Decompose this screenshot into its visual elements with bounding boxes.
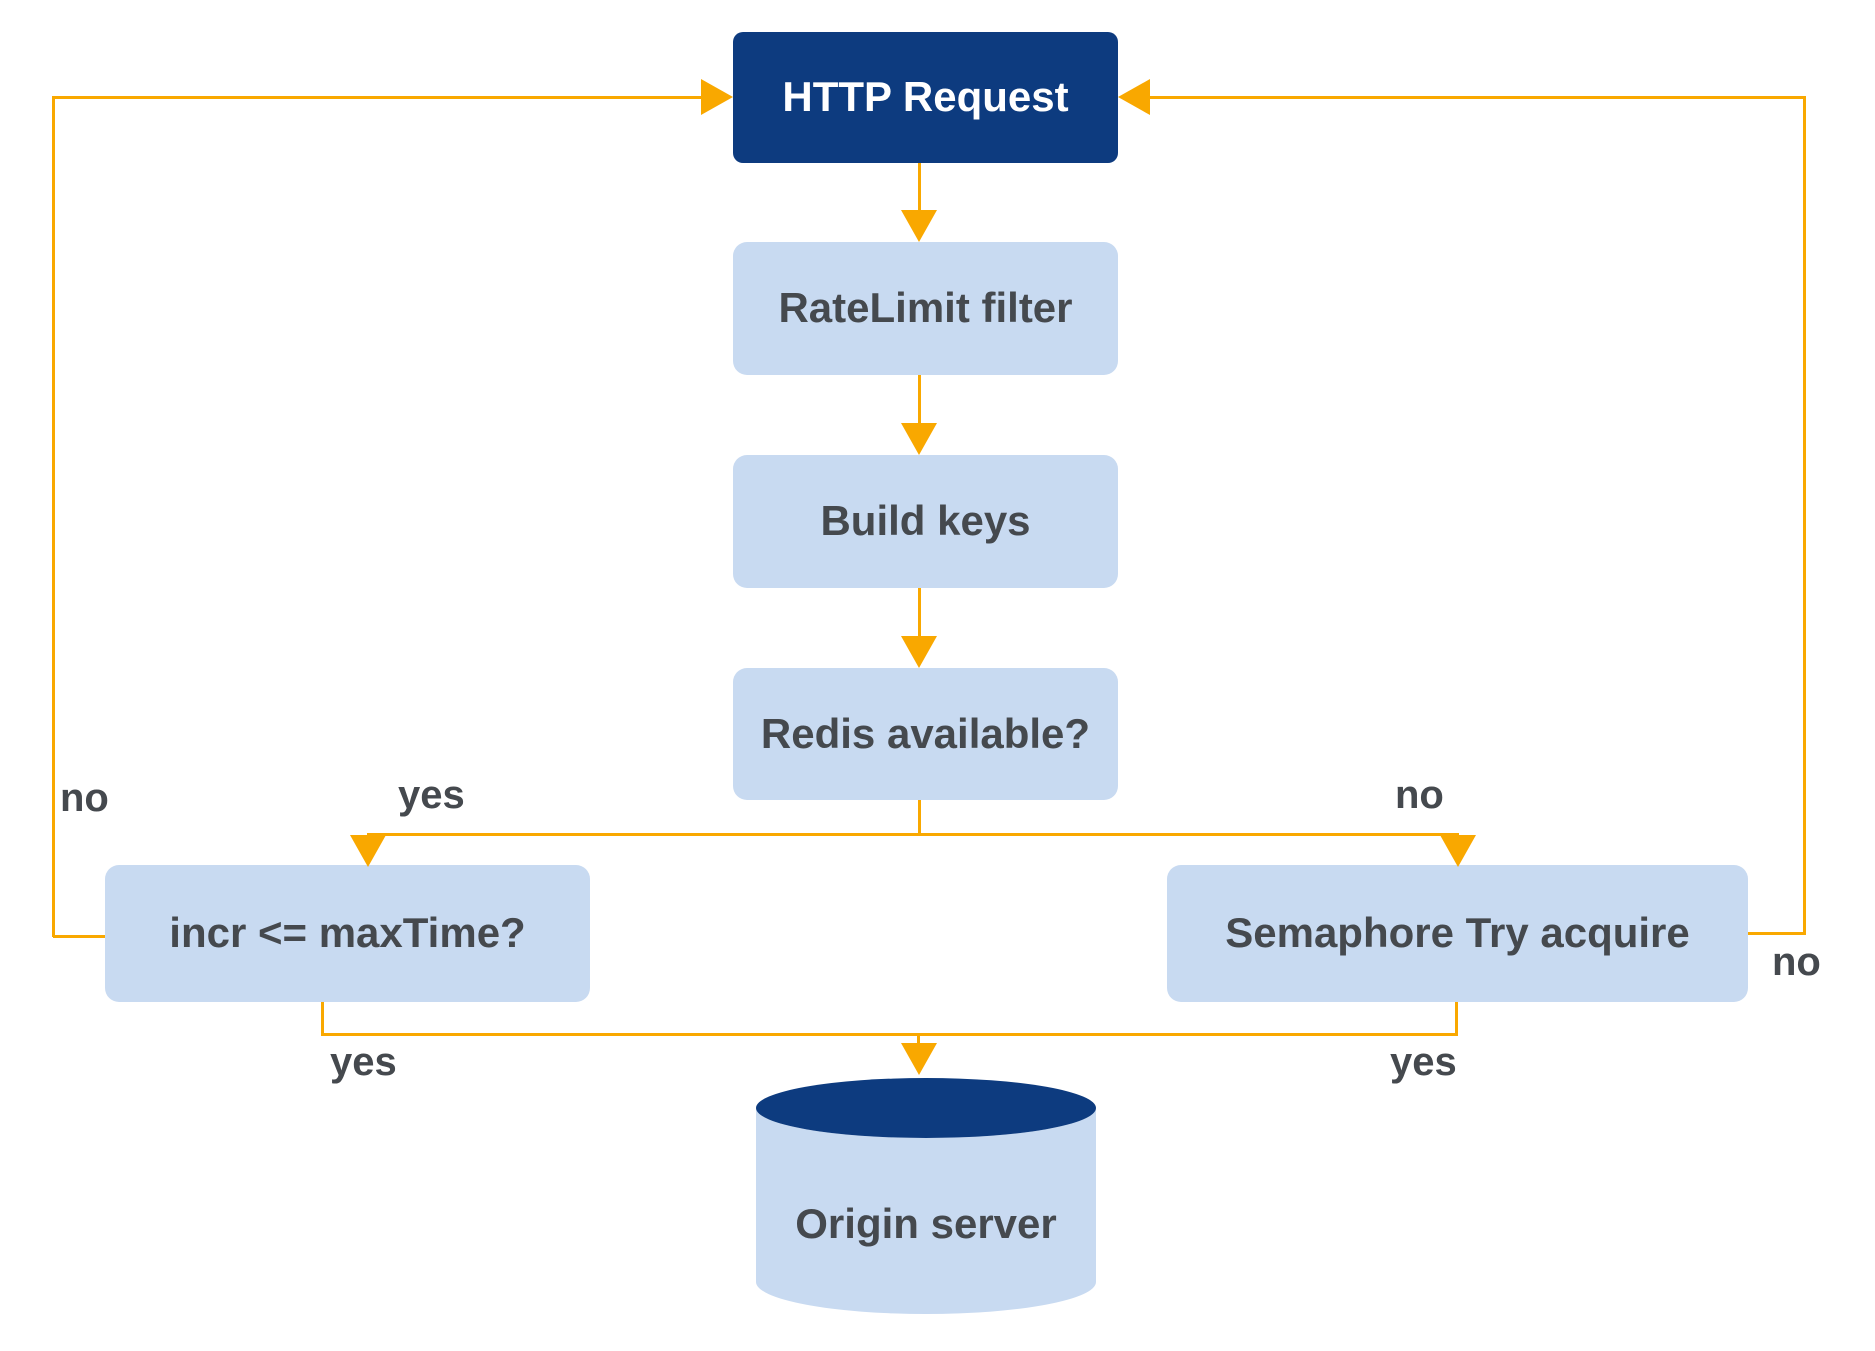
node-origin-server-label: Origin server: [795, 1200, 1057, 1247]
node-incr-check-label: incr <= maxTime?: [169, 909, 526, 957]
node-build-keys-label: Build keys: [820, 497, 1031, 545]
edge-semaphore-yes-stem: [1455, 1002, 1458, 1035]
edge-ratelimit-to-buildkeys-arrowhead: [901, 423, 937, 455]
edge-ratelimit-to-buildkeys: [918, 375, 921, 423]
label-semaphore-yes: yes: [1390, 1040, 1457, 1084]
node-build-keys: Build keys: [733, 455, 1118, 588]
node-semaphore-acquire: Semaphore Try acquire: [1167, 865, 1748, 1002]
edge-semaphore-no-top: [1150, 96, 1805, 99]
node-origin-server: Origin server: [755, 1077, 1097, 1315]
edge-buildkeys-to-redis: [918, 588, 921, 636]
edge-join-to-origin: [917, 1035, 920, 1045]
database-cylinder-icon: [756, 1078, 1096, 1314]
edge-redis-branch-stem: [918, 800, 921, 836]
edge-semaphore-no-riser: [1803, 96, 1806, 935]
label-redis-yes: yes: [398, 773, 465, 817]
edge-http-to-ratelimit: [918, 163, 921, 210]
node-redis-available: Redis available?: [733, 668, 1118, 800]
node-semaphore-acquire-label: Semaphore Try acquire: [1225, 909, 1690, 957]
node-redis-available-label: Redis available?: [760, 709, 1091, 757]
edge-semaphore-no-arrowhead: [1118, 79, 1150, 115]
edge-incr-no-arrowhead: [701, 79, 733, 115]
node-incr-check: incr <= maxTime?: [105, 865, 590, 1002]
node-http-request: HTTP Request: [733, 32, 1118, 163]
label-incr-no-return: no: [60, 776, 109, 820]
edge-incr-no-riser: [52, 96, 55, 937]
edge-redis-no-arrowhead: [1440, 835, 1476, 867]
node-ratelimit-filter-label: RateLimit filter: [778, 284, 1073, 332]
edge-incr-no-top: [53, 96, 701, 99]
node-http-request-label: HTTP Request: [782, 73, 1069, 121]
label-incr-yes: yes: [330, 1040, 397, 1084]
edge-join-bar: [321, 1033, 1458, 1036]
label-redis-no: no: [1395, 773, 1444, 817]
edge-redis-branch-bar: [367, 833, 1459, 836]
label-semaphore-no-return: no: [1772, 940, 1821, 984]
edge-buildkeys-to-redis-arrowhead: [901, 636, 937, 668]
edge-incr-yes-stem: [321, 1002, 324, 1035]
edge-http-to-ratelimit-arrowhead: [901, 210, 937, 242]
node-ratelimit-filter: RateLimit filter: [733, 242, 1118, 375]
edge-semaphore-no-out: [1748, 932, 1805, 935]
edge-redis-yes-arrowhead: [350, 835, 386, 867]
edge-incr-no-out: [53, 935, 105, 938]
edge-join-to-origin-arrowhead: [901, 1043, 937, 1075]
